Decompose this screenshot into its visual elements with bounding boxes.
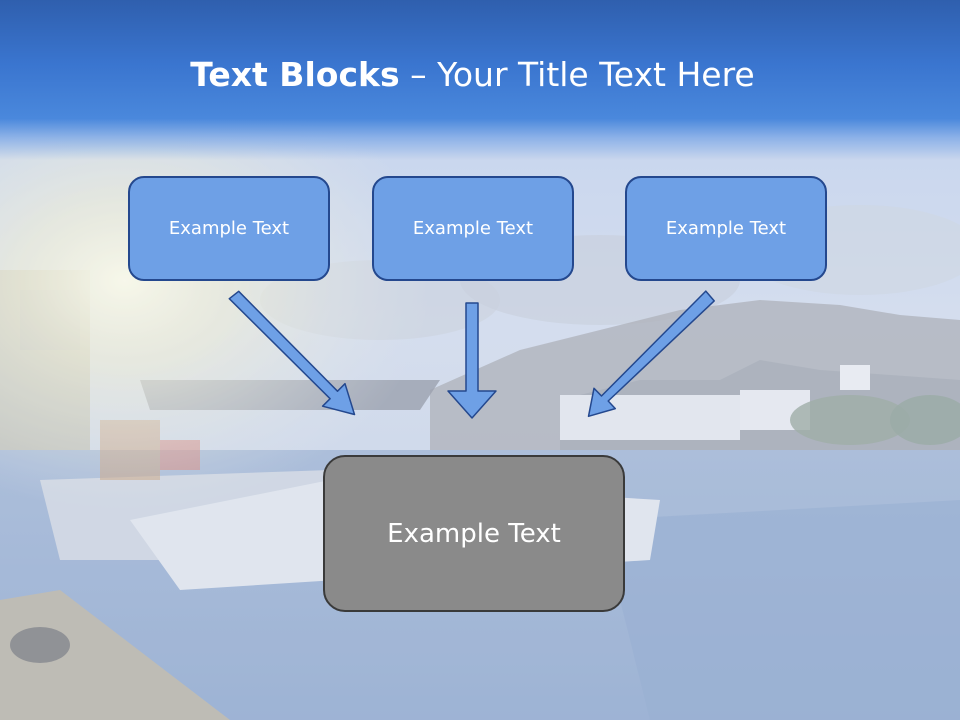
arrow-right bbox=[587, 290, 715, 418]
title-band bbox=[0, 0, 960, 160]
text-block-label: Example Text bbox=[387, 518, 561, 549]
text-block-label: Example Text bbox=[168, 218, 290, 239]
text-block-label: Example Text bbox=[412, 218, 534, 239]
text-block-top-left[interactable]: Example Text bbox=[128, 176, 330, 281]
text-block-label: Example Text bbox=[665, 218, 787, 239]
arrow-left bbox=[228, 290, 356, 416]
arrow-center bbox=[447, 302, 497, 419]
text-block-top-center[interactable]: Example Text bbox=[372, 176, 574, 281]
title-rest: Your Title Text Here bbox=[437, 55, 755, 94]
slide-title: Text Blocks – Your Title Text Here bbox=[0, 52, 945, 98]
text-block-bottom[interactable]: Example Text bbox=[323, 455, 625, 612]
title-bold: Text Blocks bbox=[190, 55, 400, 94]
text-block-top-right[interactable]: Example Text bbox=[625, 176, 827, 281]
title-dash: – bbox=[399, 55, 438, 94]
